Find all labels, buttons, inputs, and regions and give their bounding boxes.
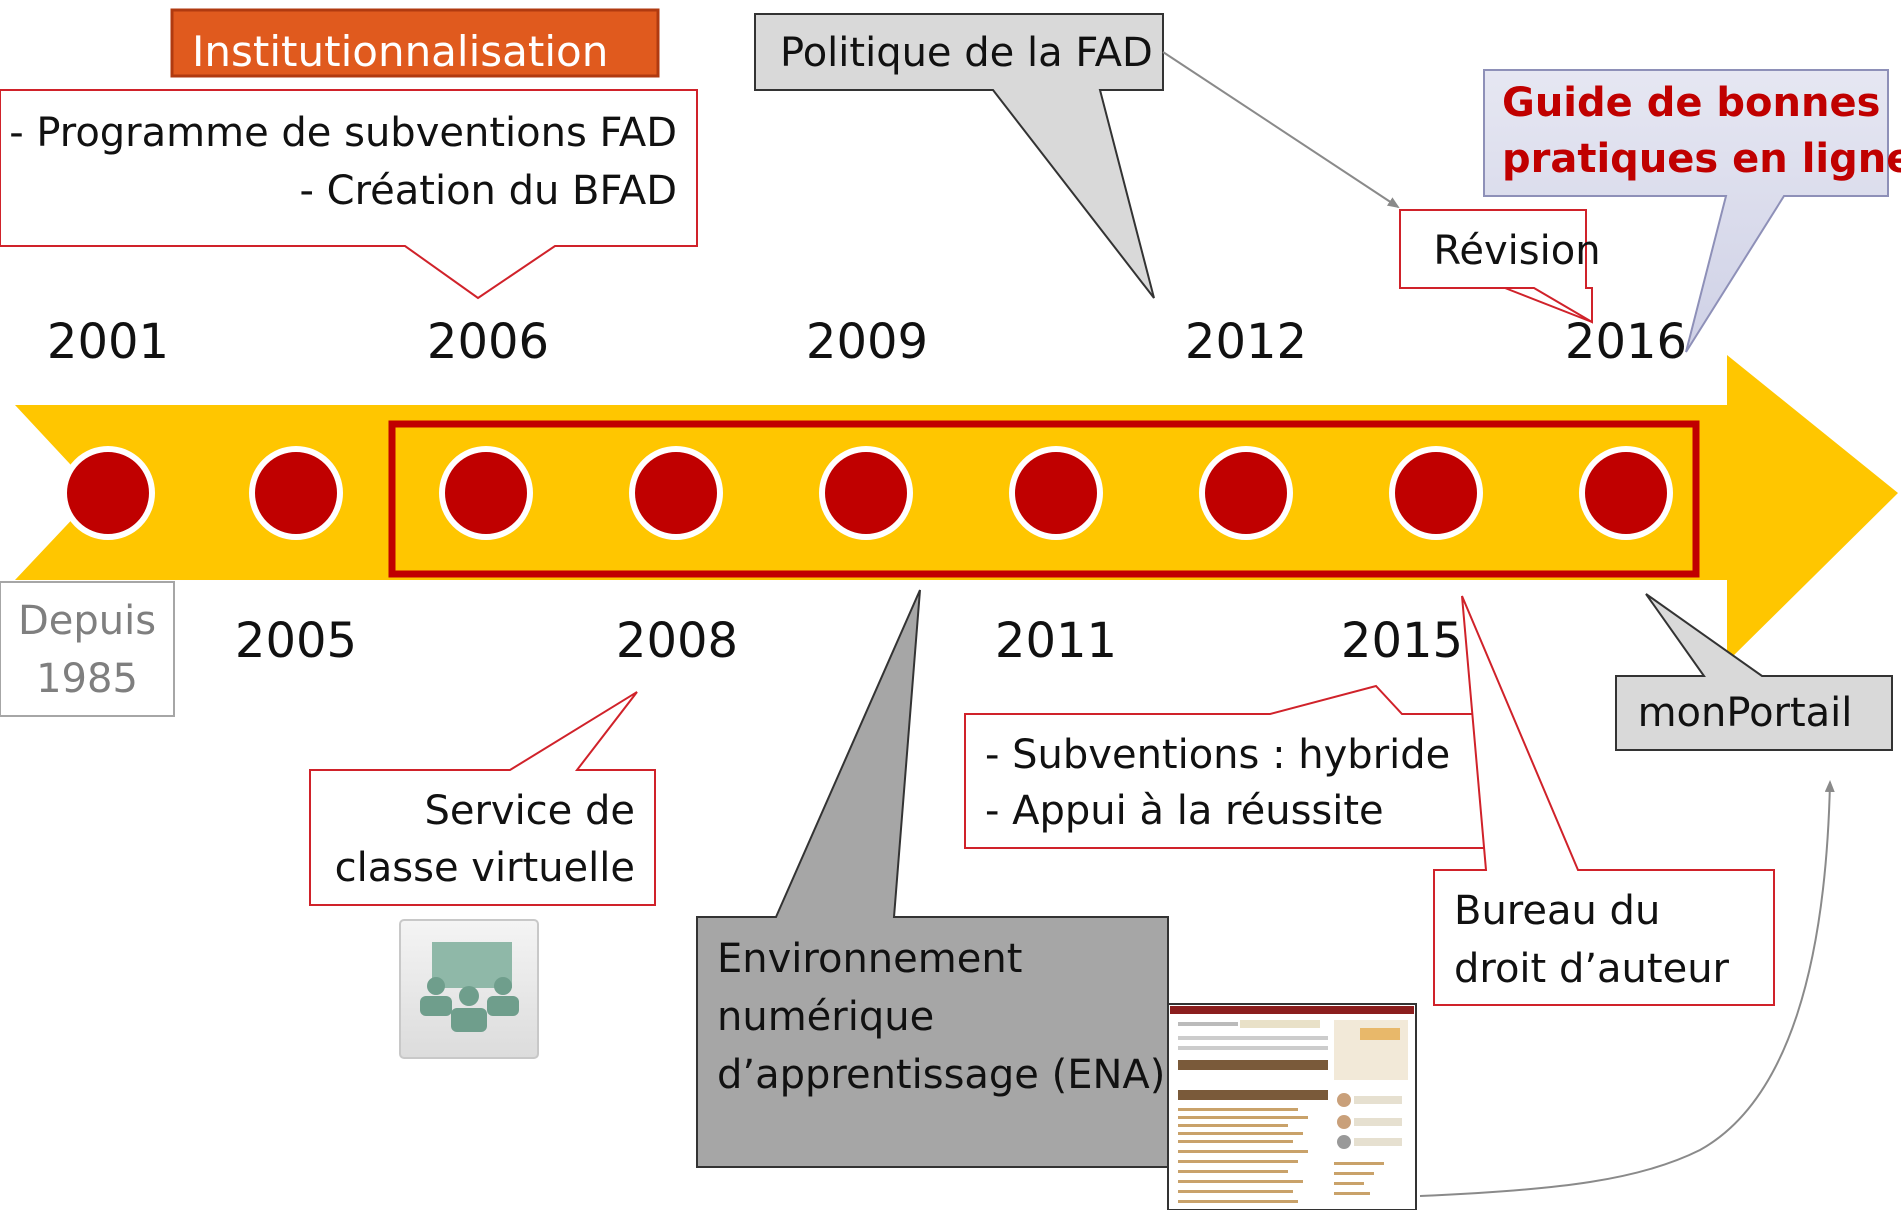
callout-hybride-line1: - Subventions : hybride — [985, 732, 1450, 778]
dot-2009 — [819, 446, 913, 540]
callout-subventions-line1: - Programme de subventions FAD — [9, 110, 677, 156]
title-banner-text: Institutionnalisation — [192, 27, 608, 76]
since-line2: 1985 — [36, 656, 138, 702]
timeline-arrow — [15, 355, 1898, 662]
year-2015: 2015 — [1341, 613, 1463, 669]
callout-droit-line1: Bureau du — [1454, 888, 1660, 934]
callout-revision-text: Révision — [1433, 228, 1600, 274]
callout-classe-virtuelle: Service de classe virtuelle — [309, 691, 656, 906]
dot-2015 — [1389, 446, 1483, 540]
callout-droit-auteur: Bureau du droit d’auteur — [1433, 595, 1775, 1006]
dot-2001 — [61, 446, 155, 540]
callout-droit-line2: droit d’auteur — [1454, 946, 1730, 992]
callout-subventions-line2: - Création du BFAD — [300, 168, 678, 214]
virtual-classroom-icon — [399, 919, 539, 1059]
callout-ena-line1: Environnement — [717, 936, 1022, 982]
callout-ena-line2: numérique — [717, 994, 934, 1040]
year-2012: 2012 — [1185, 314, 1307, 370]
dot-2006 — [439, 446, 533, 540]
year-2009: 2009 — [806, 314, 928, 370]
since-line1: Depuis — [18, 598, 156, 644]
callout-politique-fad: Politique de la FAD — [754, 13, 1164, 299]
dot-2011 — [1009, 446, 1103, 540]
callout-guide-line2: pratiques en ligne — [1502, 136, 1901, 182]
year-2001: 2001 — [47, 314, 169, 370]
callout-monportail-text: monPortail — [1638, 690, 1853, 736]
year-2011: 2011 — [995, 613, 1117, 669]
callout-hybride: - Subventions : hybride - Appui à la réu… — [964, 684, 1489, 849]
dot-2008 — [629, 446, 723, 540]
year-2016: 2016 — [1565, 314, 1687, 370]
connector-politique-revision — [1162, 51, 1400, 209]
callout-subventions-bfad: - Programme de subventions FAD - Créatio… — [0, 89, 698, 300]
year-2008: 2008 — [616, 613, 738, 669]
connector-thumbnail-monportail — [1419, 780, 1835, 1197]
timeline-dots — [61, 446, 1673, 540]
dot-2016 — [1579, 446, 1673, 540]
callout-guide: Guide de bonnes pratiques en ligne — [1483, 69, 1901, 353]
portal-screenshot-thumbnail — [1167, 1003, 1417, 1210]
callout-ena-line3: d’apprentissage (ENA) — [717, 1052, 1165, 1098]
year-2005: 2005 — [235, 613, 357, 669]
callout-monportail: monPortail — [1615, 593, 1893, 751]
title-banner: Institutionnalisation — [170, 8, 660, 78]
callout-revision: Révision — [1399, 209, 1601, 324]
callout-classe-line1: Service de — [424, 788, 635, 834]
callout-hybride-line2: - Appui à la réussite — [985, 788, 1384, 834]
dot-2005 — [249, 446, 343, 540]
highlight-frame — [388, 420, 1700, 578]
callout-classe-line2: classe virtuelle — [335, 845, 635, 891]
callout-politique-text: Politique de la FAD — [780, 30, 1153, 76]
since-box: Depuis 1985 — [0, 581, 175, 717]
callout-guide-line1: Guide de bonnes — [1502, 80, 1880, 126]
callout-ena: Environnement numérique d’apprentissage … — [696, 589, 1169, 1168]
year-2006: 2006 — [427, 314, 549, 370]
dot-2012 — [1199, 446, 1293, 540]
